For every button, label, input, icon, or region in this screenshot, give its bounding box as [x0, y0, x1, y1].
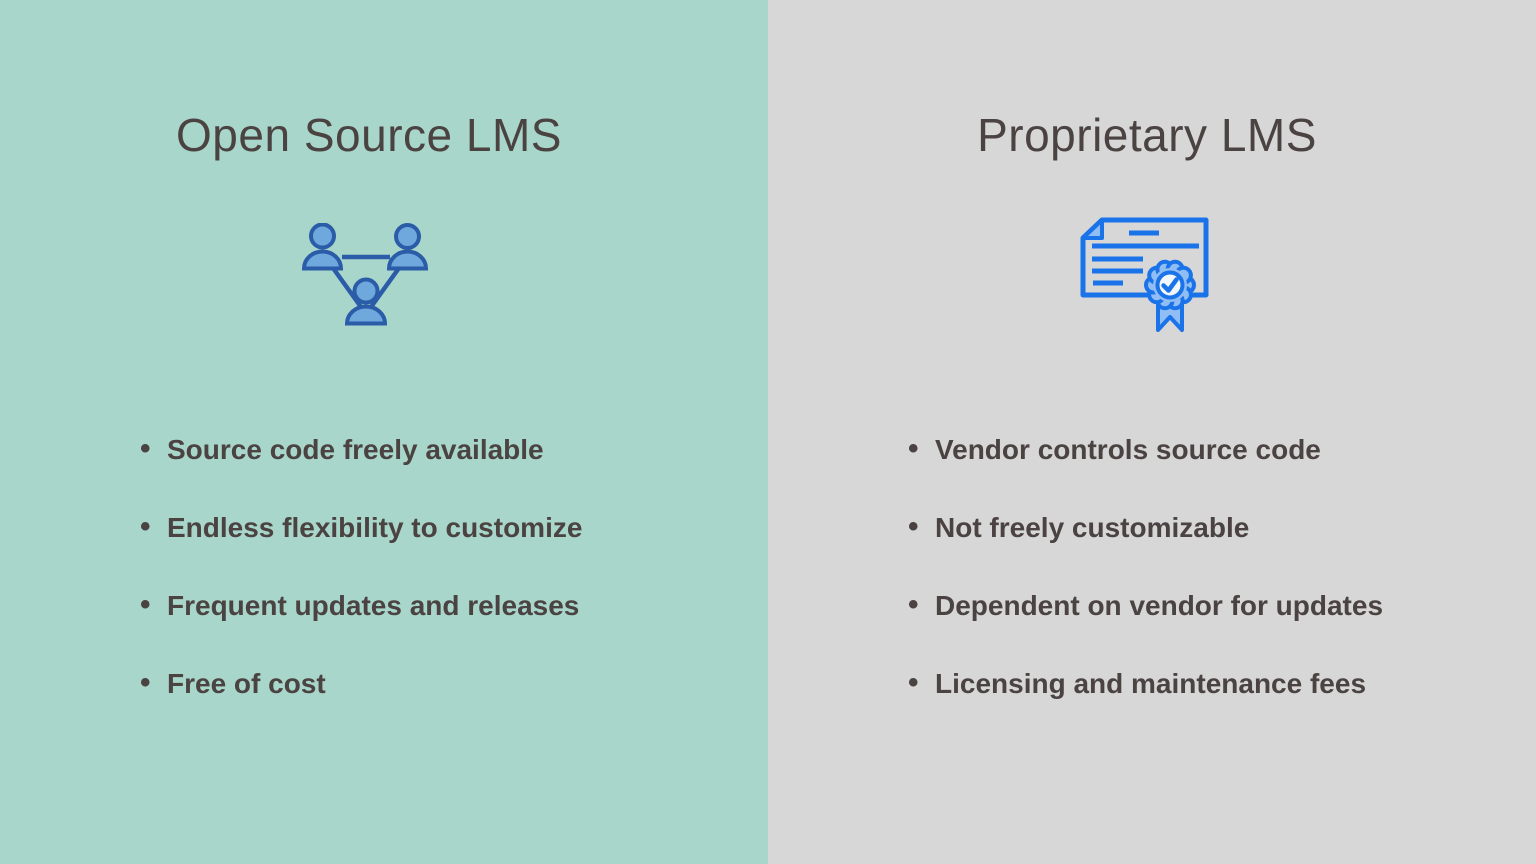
open-source-icon-area	[0, 217, 768, 333]
certificate-document	[1080, 217, 1209, 298]
proprietary-icon-area	[768, 217, 1536, 333]
person-figure-top-left	[302, 223, 344, 271]
checkmark-icon	[1161, 277, 1179, 293]
open-source-bullet-list: Source code freely available Endless fle…	[140, 432, 768, 701]
list-item: Source code freely available	[140, 432, 768, 467]
list-item: Endless flexibility to customize	[140, 510, 768, 545]
bullet-text: Source code freely available	[167, 434, 544, 465]
list-item: Licensing and maintenance fees	[908, 666, 1536, 701]
award-ribbon-badge	[1144, 259, 1196, 332]
list-item: Free of cost	[140, 666, 768, 701]
list-item: Dependent on vendor for updates	[908, 588, 1536, 623]
list-item: Frequent updates and releases	[140, 588, 768, 623]
certificate-license-icon	[1080, 217, 1209, 332]
open-source-title: Open Source LMS	[176, 109, 562, 161]
bullet-text: Vendor controls source code	[935, 434, 1321, 465]
bullet-text: Frequent updates and releases	[167, 590, 580, 621]
proprietary-title: Proprietary LMS	[977, 109, 1317, 161]
bullet-text: Licensing and maintenance fees	[935, 668, 1367, 699]
person-figure-bottom	[344, 277, 388, 326]
network-connection-lines	[331, 254, 401, 309]
bullet-text: Endless flexibility to customize	[167, 512, 583, 543]
list-item: Not freely customizable	[908, 510, 1536, 545]
proprietary-panel: Proprietary LMS	[768, 0, 1536, 864]
person-figure-top-right	[386, 223, 429, 271]
proprietary-bullet-list: Vendor controls source code Not freely c…	[908, 432, 1536, 701]
people-network-icon	[302, 223, 429, 326]
bullet-text: Not freely customizable	[935, 512, 1250, 543]
list-item: Vendor controls source code	[908, 432, 1536, 467]
open-source-panel: Open Source LMS	[0, 0, 768, 864]
bullet-text: Free of cost	[167, 668, 326, 699]
bullet-text: Dependent on vendor for updates	[935, 590, 1384, 621]
